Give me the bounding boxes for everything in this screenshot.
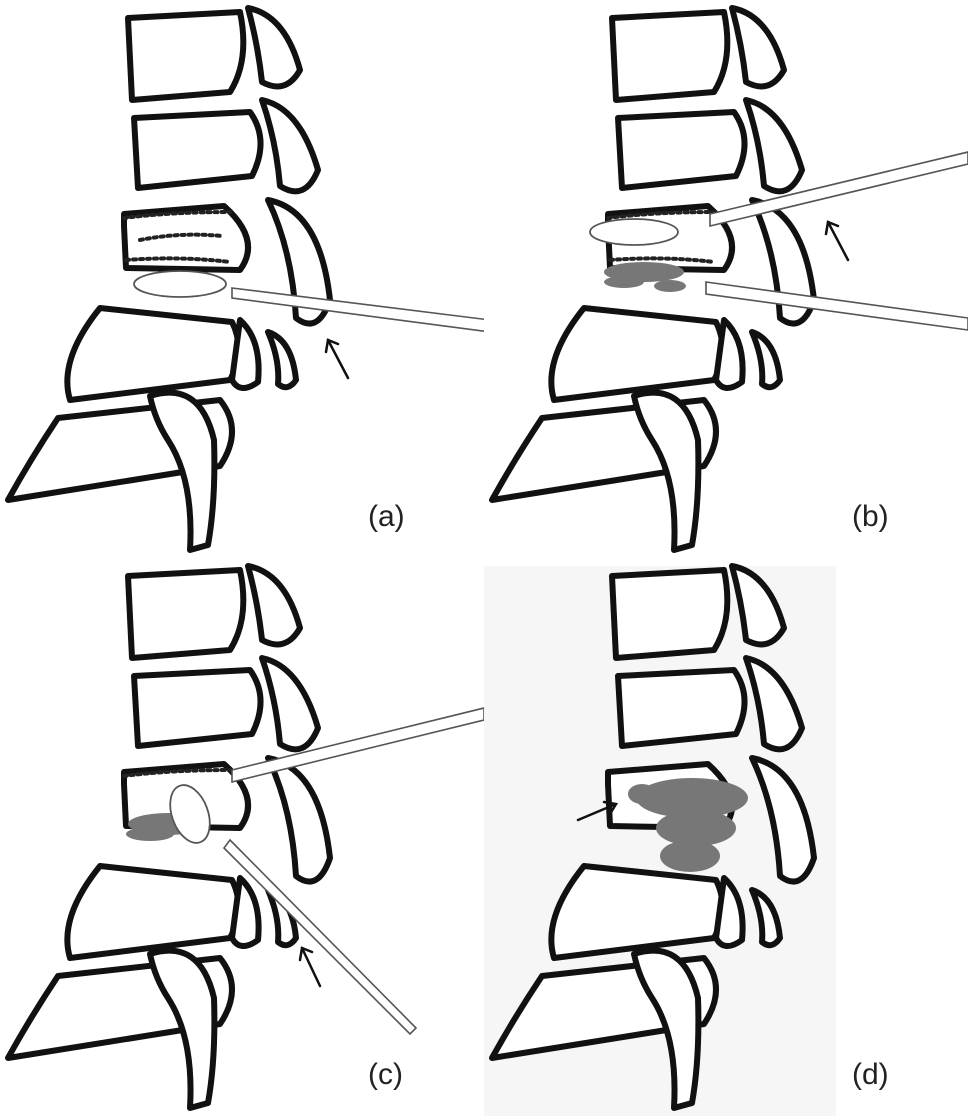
arrow-icon [576, 800, 619, 822]
arrow-icon [324, 338, 350, 380]
panel-c-illustration [0, 558, 484, 1116]
panel-d-illustration [484, 558, 968, 1116]
cannula-lower [705, 281, 968, 331]
panel-b: (b) [484, 0, 968, 558]
cement-fill [604, 262, 686, 292]
panel-a: (a) [0, 0, 484, 558]
cement-fill [628, 778, 748, 872]
balloon-catheter [589, 218, 679, 246]
arrow-icon [824, 220, 850, 262]
panel-label: (b) [852, 500, 889, 533]
panel-a-illustration [0, 0, 484, 558]
balloon-catheter [133, 270, 227, 298]
panel-label: (d) [852, 1058, 889, 1091]
cannula-upper [231, 707, 484, 784]
cannula-upper [709, 151, 968, 228]
panel-label: (a) [368, 500, 405, 533]
panel-c: (c) [0, 558, 484, 1116]
panel-d: (d) [484, 558, 968, 1116]
cannula [231, 287, 484, 333]
balloon-catheter [169, 784, 211, 844]
panel-b-illustration [484, 0, 968, 558]
arrow-icon [298, 946, 322, 988]
fractured-vertebra [121, 203, 251, 273]
panel-label: (c) [368, 1058, 403, 1091]
cannula-lower [222, 838, 418, 1036]
